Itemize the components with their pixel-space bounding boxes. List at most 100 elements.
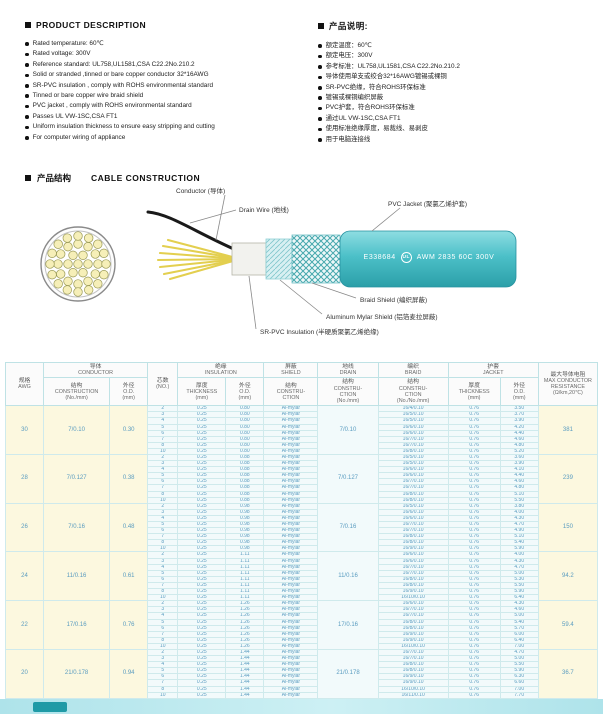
- resistance-cell: 381: [537, 405, 599, 455]
- braid-construction-cell: 16/8/0.10: [377, 575, 449, 583]
- spec-list-item: PVC jacket , comply with ROHS environmen…: [25, 101, 298, 111]
- spec-list-item-text: Tinned or bare copper wire braid shield: [32, 92, 144, 100]
- footer-bar: [0, 699, 603, 714]
- cable-side-view: [146, 210, 517, 288]
- cores-cell: 5: [147, 520, 179, 529]
- spec-list-item: SR-PVC绝缘，符合ROHS环保标准: [318, 83, 591, 93]
- cores-cell: 5: [147, 423, 179, 431]
- insulation-od-cell: 0.88: [225, 496, 265, 504]
- braid-construction-cell: 16/8/0.10: [377, 447, 449, 455]
- spec-list-item-text: Reference standard: UL758,UL1581,CSA C22…: [32, 60, 195, 68]
- cores-cell: 7: [147, 533, 179, 541]
- shield-construction-cell: Al-mylar: [263, 478, 319, 486]
- braid-construction-cell: 16/6/0.10: [377, 551, 449, 559]
- bullet-dot-icon: [318, 54, 322, 59]
- strand-circle: [62, 285, 72, 295]
- braid-construction-cell: 16/7/0.10: [377, 484, 449, 492]
- cores-cell: 3: [147, 557, 179, 565]
- strand-circle: [73, 259, 83, 269]
- shield-construction-cell: Al-mylar: [263, 575, 319, 583]
- strand-circle: [53, 259, 63, 269]
- shield-construction-cell: Al-mylar: [263, 636, 319, 644]
- shield-construction-cell: Al-mylar: [263, 691, 319, 699]
- resistance-cell: 150: [537, 502, 599, 553]
- jacket-od-cell: 5.70: [499, 624, 539, 632]
- cores-cell: 10: [147, 691, 179, 699]
- jacket-od-cell: 4.90: [499, 527, 539, 535]
- aluminum-mylar-label: Aluminum Mylar Shield (铝箔麦拉屏蔽): [326, 314, 438, 321]
- shield-construction-cell: Al-mylar: [263, 460, 319, 468]
- jacket-print-ul-number: E338684: [363, 254, 396, 261]
- conductor-construction-cell: 17/0.16: [43, 600, 111, 650]
- strand-circle: [62, 233, 72, 243]
- jacket-od-cell: 5.90: [499, 667, 539, 675]
- shield-construction-cell: Al-mylar: [263, 673, 319, 681]
- cores-cell: 7: [147, 435, 179, 443]
- shield-construction-cell: Al-mylar: [263, 624, 319, 632]
- cores-cell: 2: [147, 405, 179, 413]
- conductor-od-cell: 0.61: [109, 551, 149, 602]
- insulation-od-cell: 1.26: [225, 618, 265, 626]
- braid-construction-cell: 16/7/0.10: [377, 435, 449, 443]
- bullet-dot-icon: [25, 125, 29, 130]
- cores-cell: 8: [147, 441, 179, 449]
- conductor-construction-cell: 21/0.178: [43, 648, 111, 699]
- spec-list-item: Rated temperature: 60℃: [25, 39, 298, 49]
- insulation-od-cell: 0.88: [225, 478, 265, 486]
- jacket-od-cell: 5.30: [499, 575, 539, 583]
- cores-cell: 2: [147, 502, 179, 510]
- braid-construction-cell: 16/5/0.10: [377, 502, 449, 510]
- awg-cell: 24: [4, 551, 45, 602]
- cores-cell: 3: [147, 411, 179, 419]
- strand-circle: [47, 270, 57, 280]
- braid-construction-cell: 16/6/0.10: [377, 600, 449, 608]
- pvc-jacket-layer: [339, 230, 517, 288]
- jacket-od-cell: 5.00: [499, 569, 539, 577]
- cores-cell: 6: [147, 575, 179, 583]
- conductor-strands-cross: [45, 231, 111, 297]
- braid-construction-cell: 16/5/0.10: [377, 417, 449, 425]
- shield-construction-cell: Al-mylar: [263, 679, 319, 687]
- braid-construction-cell: 16/7/0.10: [377, 527, 449, 535]
- product-description-title-text: PRODUCT DESCRIPTION: [36, 20, 147, 30]
- insulation-od-cell: 0.80: [225, 423, 265, 431]
- square-bullet-icon: [25, 22, 31, 28]
- drain-construction-cell: 7/0.10: [317, 405, 379, 455]
- spec-list-item: Solid or stranded ,tinned or bare copper…: [25, 70, 298, 80]
- spec-list-item: 额定温度：60℃: [318, 41, 591, 51]
- strand-circle: [73, 231, 83, 241]
- braid-construction-cell: 16/5/0.10: [377, 460, 449, 468]
- awg-cell: 28: [4, 453, 45, 504]
- cores-cell: 4: [147, 563, 179, 571]
- spec-list-item: SR-PVC insulation , comply with ROHS env…: [25, 81, 298, 91]
- spec-list-item-text: 使用标准绝缘厚度，易裁线、易剥皮: [325, 125, 428, 133]
- cores-cell: 2: [147, 551, 179, 559]
- jacket-od-cell: 3.90: [499, 417, 539, 425]
- spec-list-item-text: 额定温度：60℃: [325, 42, 372, 49]
- shield-construction-cell: Al-mylar: [263, 472, 319, 480]
- jacket-od-cell: 5.00: [499, 655, 539, 663]
- strand-circle: [53, 239, 63, 249]
- jacket-od-cell: 4.00: [499, 508, 539, 516]
